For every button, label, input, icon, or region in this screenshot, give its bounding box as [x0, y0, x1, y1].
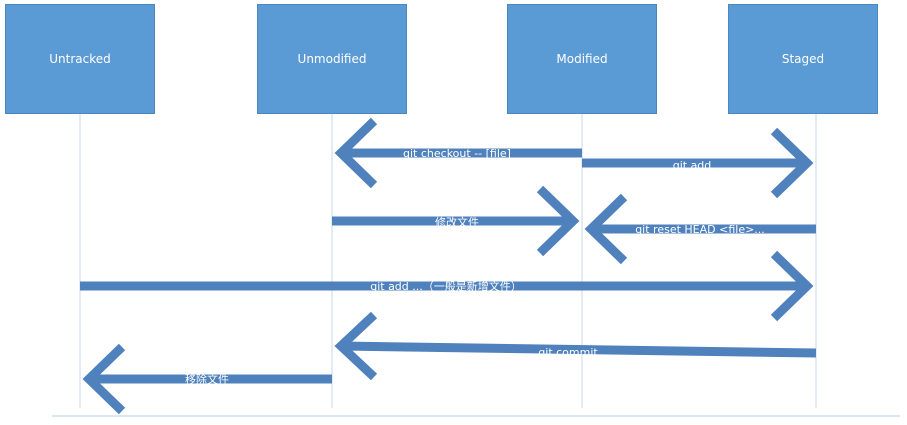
state-modified-box: Modified — [507, 4, 657, 114]
label-edit: 修改文件 — [435, 215, 479, 229]
arrow-checkout: git checkout -- [file] — [334, 117, 582, 189]
arrow-edit: 修改文件 — [332, 185, 580, 257]
arrow-remove: 移除文件 — [82, 343, 332, 415]
state-staged-label: Staged — [781, 52, 825, 66]
label-add-modified: git add ... — [673, 159, 726, 172]
label-remove: 移除文件 — [185, 372, 229, 386]
state-untracked-box: Untracked — [5, 4, 155, 114]
arrow-add-modified: git add ... — [582, 127, 814, 199]
label-add-untracked: git add ...（一般是新增文件） — [370, 279, 522, 293]
state-untracked-label: Untracked — [49, 52, 111, 66]
state-unmodified-label: Unmodified — [297, 52, 367, 66]
label-checkout: git checkout -- [file] — [403, 147, 511, 160]
state-unmodified-box: Unmodified — [257, 4, 407, 114]
state-modified-label: Modified — [556, 52, 608, 66]
label-reset: git reset HEAD <file>... — [635, 223, 765, 236]
arrow-reset: git reset HEAD <file>... — [584, 193, 816, 265]
state-staged-box: Staged — [728, 4, 878, 114]
arrow-commit: git commit ... — [334, 311, 817, 381]
label-commit: git commit ... — [538, 346, 611, 359]
arrow-add-untracked: git add ...（一般是新增文件） — [80, 250, 814, 322]
